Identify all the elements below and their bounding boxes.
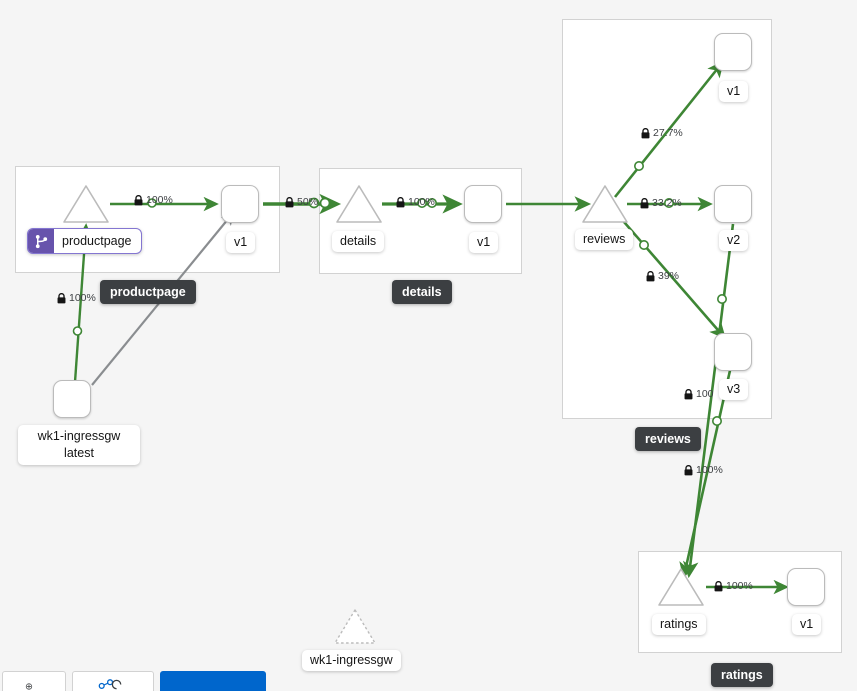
node-label-productpage-app[interactable]: productpage bbox=[27, 228, 142, 254]
edge-label-reviews-to-v2: 33.2% bbox=[640, 197, 682, 209]
virtual-service-icon bbox=[28, 229, 54, 253]
node-label-ingressgw-line2: latest bbox=[64, 446, 94, 460]
lock-icon bbox=[396, 196, 405, 207]
edge-label-productpage-to-v1: 100% bbox=[134, 194, 173, 206]
lock-icon bbox=[134, 194, 143, 205]
node-label-wk1-ingressgw-idle[interactable]: wk1-ingressgw bbox=[302, 650, 401, 671]
group-tooltip-ratings: ratings bbox=[711, 663, 773, 687]
node-reviews-v3[interactable] bbox=[714, 333, 752, 371]
node-label-reviews-v1[interactable]: v1 bbox=[719, 81, 749, 102]
edge-label-reviews-to-v3: 39% bbox=[646, 270, 679, 282]
lock-icon bbox=[684, 388, 693, 399]
primary-action-button[interactable] bbox=[160, 671, 266, 691]
legend-chip[interactable] bbox=[72, 671, 154, 691]
node-label-details-v1[interactable]: v1 bbox=[469, 232, 499, 253]
zoom-controls-chip[interactable]: ⊕ bbox=[2, 671, 66, 691]
edge-label-productpage-v1-to-details: 50% bbox=[285, 196, 318, 208]
node-label-ingressgw-line1: wk1-ingressgw bbox=[37, 429, 121, 443]
bottom-toolbar[interactable]: ⊕ bbox=[0, 671, 266, 691]
lock-icon bbox=[646, 270, 655, 281]
node-label-ingressgw[interactable]: wk1-ingressgw latest bbox=[18, 425, 140, 465]
edge-label-reviews-to-v1: 27.7% bbox=[641, 127, 683, 139]
edge-label-reviews-v2-to-ratings: 100% bbox=[684, 464, 723, 476]
node-shape-wk1-ingressgw-idle bbox=[334, 609, 376, 644]
node-productpage-v1[interactable] bbox=[221, 185, 259, 223]
group-tooltip-details: details bbox=[392, 280, 452, 304]
node-label-reviews-v2[interactable]: v2 bbox=[719, 230, 749, 251]
lock-icon bbox=[640, 197, 649, 208]
edge-label-ratings-to-v1: 100% bbox=[714, 580, 753, 592]
node-ingressgw[interactable] bbox=[53, 380, 91, 418]
node-reviews-v1[interactable] bbox=[714, 33, 752, 71]
lock-icon bbox=[57, 292, 66, 303]
lock-icon bbox=[641, 127, 650, 138]
lock-icon bbox=[714, 580, 723, 591]
node-label-text-productpage: productpage bbox=[62, 234, 132, 248]
node-label-ratings-app[interactable]: ratings bbox=[652, 614, 706, 635]
topology-icon bbox=[98, 679, 122, 690]
lock-icon bbox=[684, 464, 693, 475]
edge-label-details-to-v1: 100% bbox=[396, 196, 435, 208]
node-ratings-v1[interactable] bbox=[787, 568, 825, 606]
group-tooltip-reviews: reviews bbox=[635, 427, 701, 451]
node-label-reviews-app[interactable]: reviews bbox=[575, 229, 634, 250]
edge-label-ingressgw-to-productpage: 100% bbox=[57, 292, 96, 304]
lock-icon bbox=[285, 196, 294, 207]
svg-text:⊕: ⊕ bbox=[25, 681, 33, 691]
node-label-ratings-v1[interactable]: v1 bbox=[792, 614, 822, 635]
node-label-reviews-v3[interactable]: v3 bbox=[719, 379, 749, 400]
zoom-icon: ⊕ bbox=[25, 681, 33, 691]
node-reviews-v2[interactable] bbox=[714, 185, 752, 223]
edge-label-reviews-v3-to-ratings: 100 bbox=[684, 388, 714, 400]
group-tooltip-productpage: productpage bbox=[100, 280, 196, 304]
node-label-productpage-v1[interactable]: v1 bbox=[226, 232, 256, 253]
node-label-details-app[interactable]: details bbox=[332, 231, 385, 252]
node-details-v1[interactable] bbox=[464, 185, 502, 223]
